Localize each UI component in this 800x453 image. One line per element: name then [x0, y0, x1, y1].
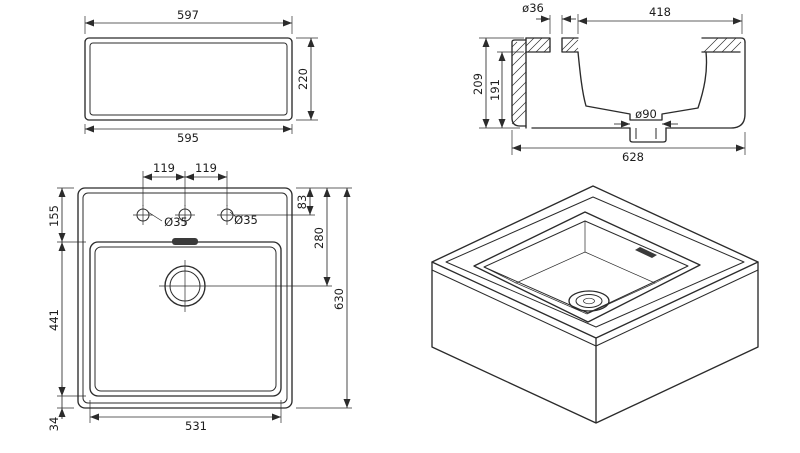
iso-overflow-slot: [635, 247, 657, 258]
hole-pitch-left-dim: 119: [153, 161, 175, 175]
section-inner-height-dim: 191: [488, 79, 502, 101]
back-edge-dim: 155: [47, 205, 61, 227]
overflow-slot: [172, 238, 198, 245]
front-view: 597 220 595: [84, 8, 318, 145]
hole-pitch-right-dim: 119: [195, 161, 217, 175]
basin-length-dim: 441: [47, 309, 61, 331]
section-hole-dia-dim: ø36: [522, 1, 544, 15]
isometric-view: [431, 185, 759, 424]
hole-setback-dim: 83: [295, 195, 309, 210]
front-inner-contour: [89, 42, 288, 116]
section-outer-height-dim: 209: [471, 73, 485, 95]
drain-setback-dim: 280: [312, 227, 326, 249]
total-length-dim: 630: [332, 288, 346, 310]
faucet-hole-center: [175, 205, 195, 225]
faucet-hole-left: [133, 205, 153, 225]
top-view: 119 119 Ø35 Ø35 155 441 34 531 83: [47, 161, 352, 433]
front-bottom-width-dim: 595: [177, 131, 199, 145]
front-height-dim: 220: [296, 68, 310, 90]
drain-circle: [159, 260, 211, 312]
iso-basin-opening: [473, 211, 701, 323]
front-lip-dim: 34: [47, 417, 61, 432]
basin-rim: [89, 241, 282, 397]
section-view: ø36 418 209 191 ø90 628: [471, 1, 746, 164]
iso-drain: [568, 290, 610, 312]
basin-width-dim: 531: [185, 419, 207, 433]
section-inner-width-dim: 418: [649, 5, 671, 19]
front-top-width-dim: 597: [177, 8, 199, 22]
hole-dia-right-label: Ø35: [234, 213, 258, 227]
section-total-width-dim: 628: [622, 150, 644, 164]
basin-inner-edge: [94, 246, 277, 392]
front-outline: [84, 37, 293, 121]
hole-dia-left-label: Ø35: [164, 215, 188, 229]
section-drain-dia-dim: ø90: [635, 107, 657, 121]
